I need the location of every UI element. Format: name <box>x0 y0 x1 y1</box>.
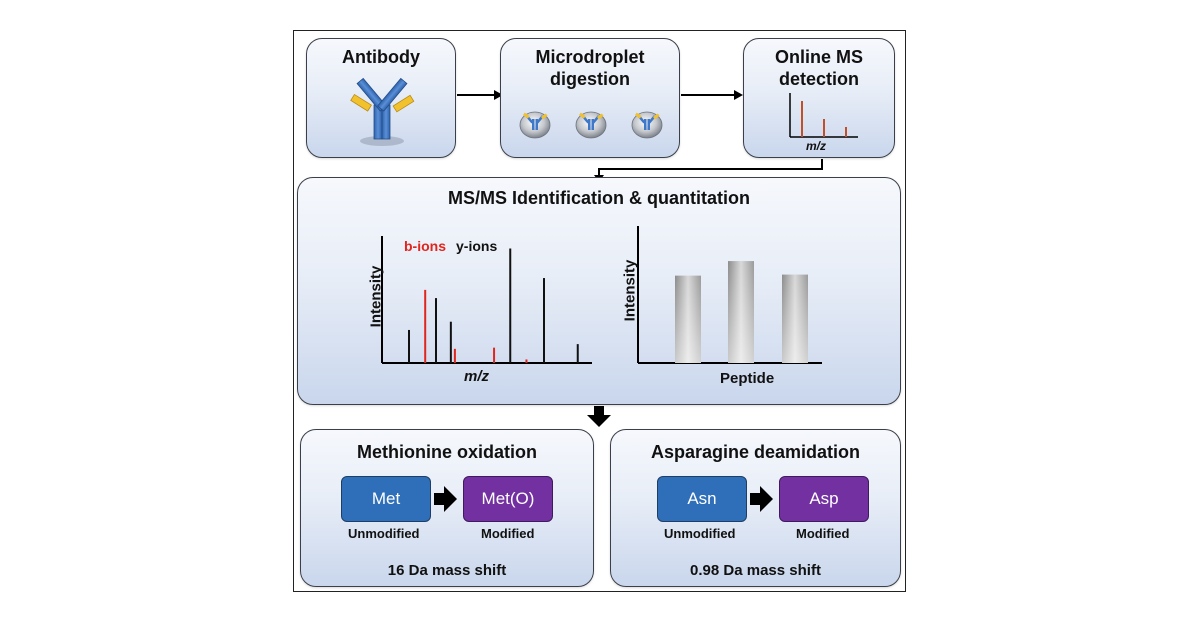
microdroplet-icon <box>519 111 663 139</box>
asn-mass-shift: 0.98 Da mass shift <box>690 562 821 579</box>
met-arrow <box>434 486 457 512</box>
digestion-title-line2: digestion <box>550 69 630 89</box>
arrow-digestion-to-ms <box>681 90 743 100</box>
digestion-title-line1: Microdroplet <box>535 47 645 67</box>
arrow-msms-to-ptm <box>587 406 611 427</box>
antibody-panel: Antibody <box>306 38 456 158</box>
asn-box: Asn <box>657 476 747 522</box>
met-box: Met <box>341 476 431 522</box>
online-ms-panel: Online MS detection m/z <box>743 38 895 158</box>
met-mass-shift: 16 Da mass shift <box>387 562 507 579</box>
antibody-title: Antibody <box>342 47 420 67</box>
arrow-antibody-to-digestion <box>457 90 503 100</box>
met-title: Methionine oxidation <box>357 442 537 462</box>
spectrum-legend-b: b-ions <box>404 238 446 254</box>
spectrum-xlabel: m/z <box>464 368 490 385</box>
online-ms-title-line2: detection <box>778 69 859 89</box>
quant-xlabel: Peptide <box>720 370 775 387</box>
quant-bar-fade-1 <box>675 275 701 363</box>
asn-modified-caption: Modified <box>796 526 850 541</box>
online-ms-axis-label: m/z <box>806 139 827 153</box>
met-unmodified-caption: Unmodified <box>348 526 420 541</box>
met-modified-caption: Modified <box>481 526 535 541</box>
quant-bar-fade-3 <box>782 274 808 363</box>
online-ms-title-line1: Online MS <box>774 47 863 67</box>
msms-title: MS/MS Identification & quantitation <box>448 188 750 208</box>
diagram-frame: Antibody Microdroplet digestion <box>293 30 906 592</box>
asn-arrow <box>750 486 773 512</box>
fragment-spectrum-chart <box>381 226 822 364</box>
online-ms-mini-spectrum <box>789 93 858 138</box>
asn-title: Asparagine deamidation <box>650 442 861 462</box>
spectrum-legend-y: y-ions <box>456 238 498 254</box>
asn-unmodified-caption: Unmodified <box>664 526 736 541</box>
met-o-box: Met(O) <box>463 476 553 522</box>
antibody-icon <box>350 77 415 146</box>
quant-bar-fade-2 <box>728 261 754 363</box>
asp-box: Asp <box>779 476 869 522</box>
msms-panel: MS/MS Identification & quantitation Inte… <box>297 177 901 405</box>
asparagine-deamidation-panel: Asparagine deamidation Asn Asp Unmodifie… <box>610 429 901 587</box>
digestion-panel: Microdroplet digestion <box>500 38 680 158</box>
methionine-oxidation-panel: Methionine oxidation Met Met(O) Unmodifi… <box>300 429 594 587</box>
